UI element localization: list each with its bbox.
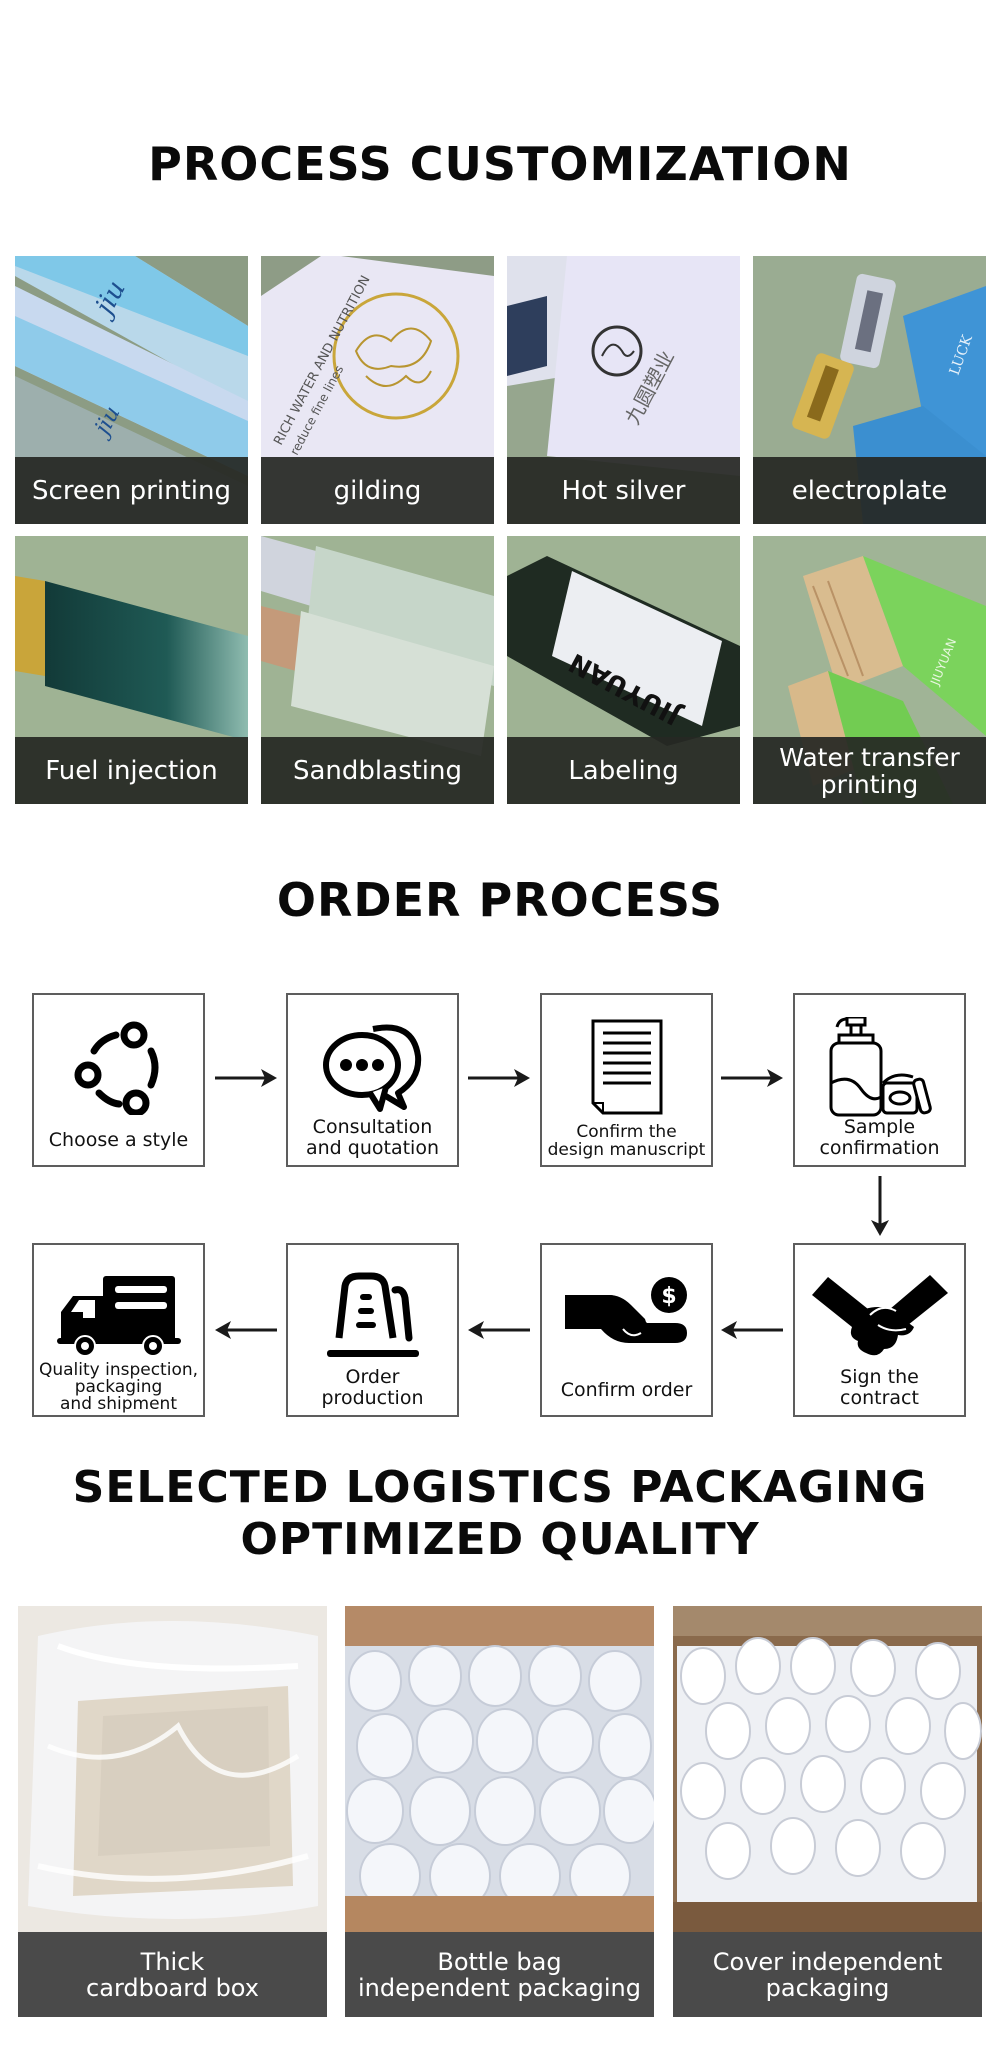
chat-bubbles-icon (322, 1024, 421, 1112)
packaging-card-cardboard-box: Thick cardboard box (18, 1606, 327, 2017)
packaging-card-bottle-bag: Bottle bag independent packaging (345, 1606, 654, 2017)
tile-caption: Water transfer printing (753, 737, 986, 804)
customization-tile-gilding: RICH WATER AND NUTRITION reduce fine lin… (261, 256, 494, 524)
tile-caption: electroplate (753, 457, 986, 524)
order-step-sample-confirmation: Sample confirmation (793, 993, 966, 1167)
step-label: Quality inspection, packaging and shipme… (38, 1360, 199, 1414)
hand-dollar-icon: $ (564, 1277, 687, 1343)
bottle-bag-photo (345, 1606, 654, 1932)
arrow-left-icon (215, 1321, 277, 1339)
order-step-consultation: Consultation and quotation (286, 993, 459, 1167)
cover-packaging-photo (673, 1606, 982, 1932)
customization-tile-water-transfer-printing: JIUYUAN Water transfer printing (753, 536, 986, 804)
customization-tile-fuel-injection: Fuel injection (15, 536, 248, 804)
customization-tile-screen-printing: jiu jiu Screen printing (15, 256, 248, 524)
customization-tile-electroplate: LUCK electroplate (753, 256, 986, 524)
packaging-caption: Cover independent packaging (673, 1932, 982, 2017)
step-label: Consultation and quotation (306, 1116, 439, 1159)
tile-caption: gilding (261, 457, 494, 524)
order-step-confirm-design: Confirm the design manuscript (540, 993, 713, 1167)
tile-caption: Fuel injection (15, 737, 248, 804)
cosmetic-bottles-icon (829, 1017, 932, 1117)
tile-caption: Screen printing (15, 457, 248, 524)
step-label: Order production (321, 1366, 424, 1409)
customization-tile-labeling: JIUYUAN Labeling (507, 536, 740, 804)
arrow-left-icon (468, 1321, 530, 1339)
order-step-quality-inspection: Quality inspection, packaging and shipme… (32, 1243, 205, 1417)
packaging-card-cover: Cover independent packaging (673, 1606, 982, 2017)
logistics-title: SELECTED LOGISTICS PACKAGING OPTIMIZED Q… (72, 1462, 928, 1565)
arrow-right-icon (215, 1069, 277, 1087)
step-label: Sample confirmation (819, 1116, 940, 1159)
arrow-right-icon (721, 1069, 783, 1087)
order-step-sign-contract: Sign the contract (793, 1243, 966, 1417)
order-step-choose-style: Choose a style (32, 993, 205, 1167)
share-circle-icon (74, 1021, 158, 1115)
customization-tile-hot-silver: 九圆塑业 Hot silver (507, 256, 740, 524)
tile-caption: Hot silver (507, 457, 740, 524)
order-process-title: ORDER PROCESS (276, 873, 724, 927)
labeling-photo: JIUYUAN (507, 536, 740, 804)
step-label: Sign the contract (840, 1366, 919, 1409)
step-label: Choose a style (48, 1129, 189, 1151)
order-step-confirm-order: $ Confirm order (540, 1243, 713, 1417)
arrow-right-icon (468, 1069, 530, 1087)
step-label: Confirm the design manuscript (547, 1122, 706, 1160)
packaging-caption: Thick cardboard box (18, 1932, 327, 2017)
arrow-left-icon (721, 1321, 783, 1339)
step-label: Confirm order (560, 1379, 693, 1401)
arrow-down-icon (871, 1176, 889, 1236)
order-step-order-production: Order production (286, 1243, 459, 1417)
process-customization-title: PROCESS CUSTOMIZATION (148, 137, 852, 191)
svg-text:$: $ (661, 1284, 676, 1309)
tile-caption: Sandblasting (261, 737, 494, 804)
production-icon (326, 1272, 419, 1357)
document-icon (591, 1019, 662, 1115)
customization-tile-sandblasting: Sandblasting (261, 536, 494, 804)
tile-caption: Labeling (507, 737, 740, 804)
handshake-icon (811, 1275, 948, 1356)
packaging-caption: Bottle bag independent packaging (345, 1932, 654, 2017)
cardboard-box-photo (18, 1606, 327, 1932)
truck-icon (56, 1276, 181, 1356)
